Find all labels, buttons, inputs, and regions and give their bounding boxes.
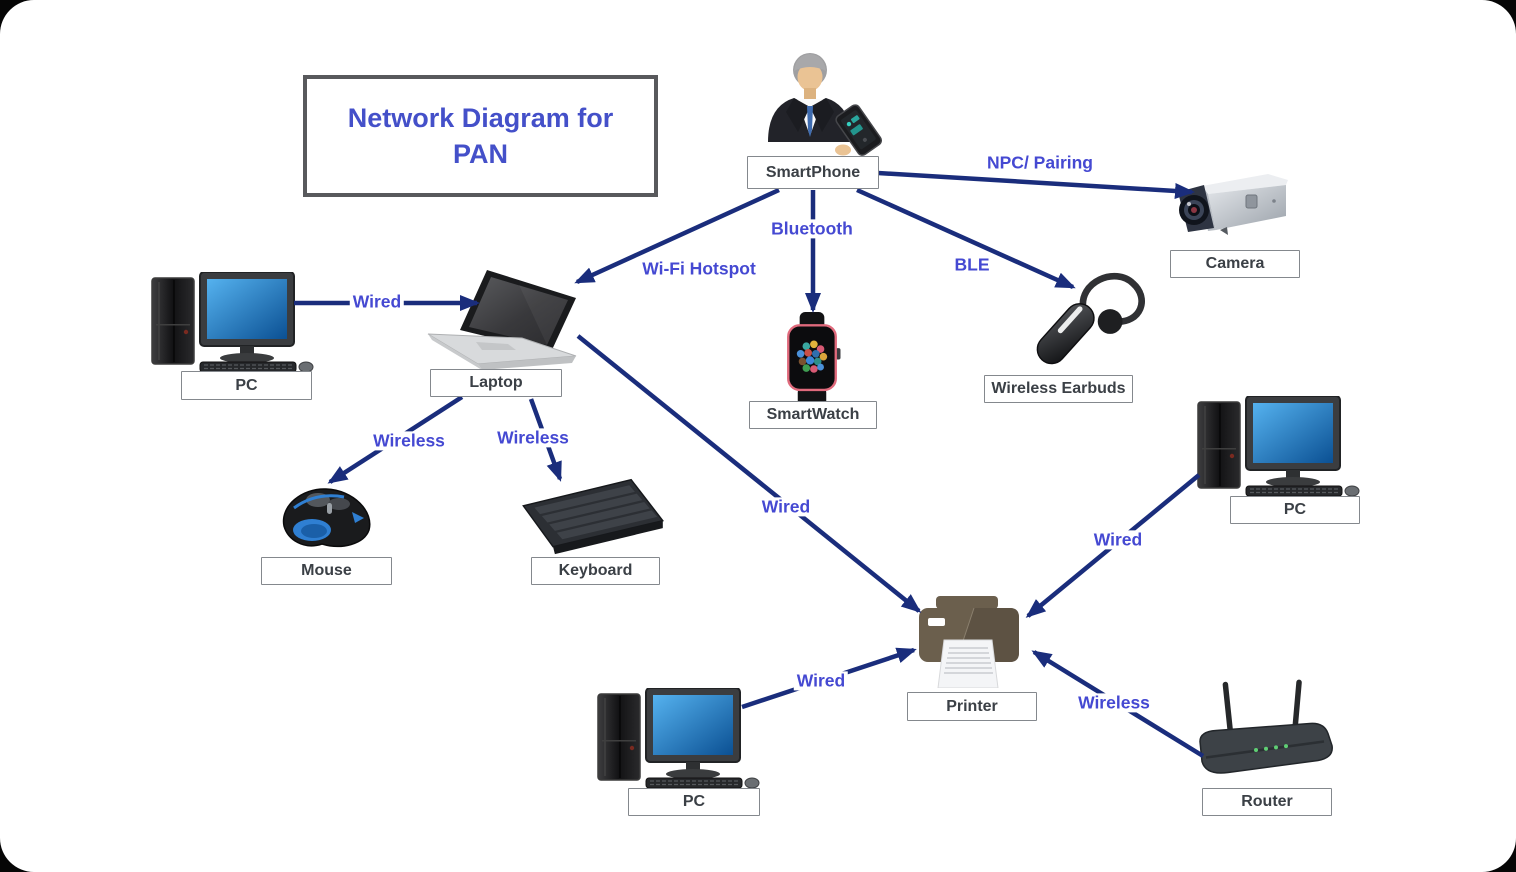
edge-label-bluetooth: Bluetooth: [768, 219, 856, 239]
diagram-title: Network Diagram for PAN: [347, 102, 614, 169]
edge-label-wired-laptop-printer: Wired: [758, 497, 814, 517]
smartwatch-icon: [780, 312, 844, 407]
edge-label-npc-pairing: NPC/ Pairing: [984, 153, 1096, 173]
desktop-pc-icon: [1196, 396, 1361, 496]
bluetooth-headset-icon: [1025, 272, 1160, 372]
printer-icon: [916, 596, 1024, 688]
desktop-pc-icon: [150, 272, 315, 372]
edge-label-wireless-keyboard: Wireless: [494, 428, 572, 448]
router-icon: [1192, 678, 1337, 786]
node-label-smartphone: SmartPhone: [747, 156, 879, 189]
edge-label-wired-pc-right-printer: Wired: [1090, 530, 1146, 550]
node-label-pc-right: PC: [1230, 496, 1360, 524]
node-label-pc-left: PC: [181, 371, 312, 400]
edge-smartphone-camera: [877, 170, 1195, 199]
edge-label-wireless-router-printer: Wireless: [1075, 693, 1153, 713]
node-label-wireless-earbuds: Wireless Earbuds: [984, 375, 1133, 403]
node-label-keyboard: Keyboard: [531, 557, 660, 585]
laptop-icon: [424, 270, 584, 370]
node-label-camera: Camera: [1170, 250, 1300, 278]
person-with-smartphone-icon: [750, 50, 890, 160]
cctv-camera-icon: [1168, 170, 1298, 252]
node-label-mouse: Mouse: [261, 557, 392, 585]
node-label-laptop: Laptop: [430, 369, 562, 397]
edge-label-wired-pc-bottom-printer: Wired: [793, 671, 849, 691]
edge-label-wired-pc-left-laptop: Wired: [349, 292, 405, 312]
node-label-router: Router: [1202, 788, 1332, 816]
node-label-printer: Printer: [907, 692, 1037, 721]
edge-label-ble: BLE: [951, 255, 993, 275]
node-label-smartwatch: SmartWatch: [749, 401, 877, 429]
mouse-icon: [276, 480, 376, 552]
edge-label-wifi-hotspot: Wi-Fi Hotspot: [639, 259, 759, 279]
edge-label-wireless-mouse: Wireless: [370, 431, 448, 451]
diagram-title-box: Network Diagram for PAN: [303, 75, 658, 197]
desktop-pc-icon: [596, 688, 761, 788]
node-label-pc-bottom: PC: [628, 788, 760, 816]
keyboard-icon: [516, 476, 671, 556]
